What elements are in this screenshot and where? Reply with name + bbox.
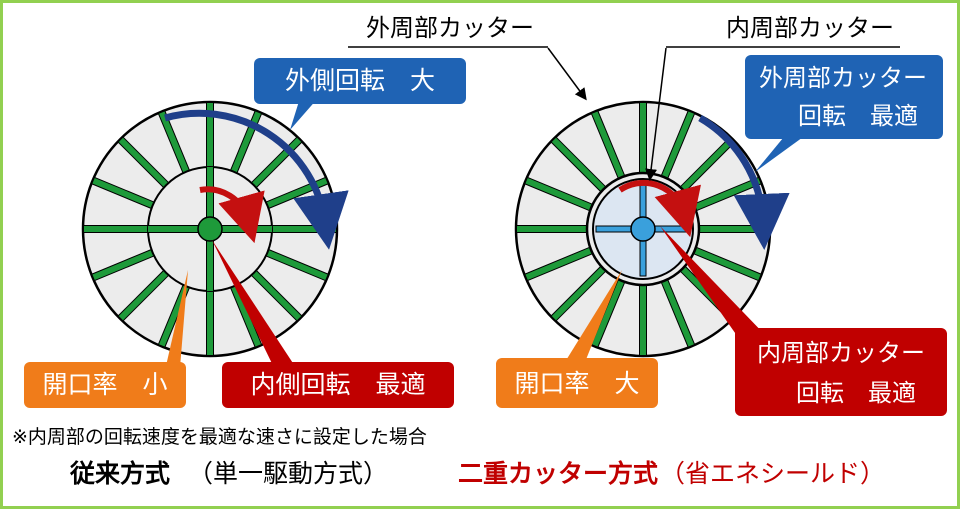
left-inner-spokes (148, 167, 272, 291)
left-outer-spoke (159, 111, 190, 173)
left-outer-spoke (251, 270, 302, 321)
left-outer-spoke (92, 178, 154, 209)
left-cutter-wheel (81, 100, 339, 358)
left-opening-text: 開口率 小 (42, 370, 167, 399)
right-outer-spoke (661, 111, 694, 179)
left-outer-spoke (266, 249, 328, 280)
left-outer-rotation-arrow (164, 109, 349, 250)
right-outer-spoke (525, 178, 593, 211)
left-outer-spoke (92, 249, 154, 280)
right-inner-rotation-line1: 内周部カッター (757, 339, 925, 367)
left-outer-spoke (230, 285, 261, 347)
right-outer-spoke (680, 137, 735, 192)
left-outer-rotation-text: 外側回転 大 (285, 66, 435, 95)
left-center-hub (197, 216, 223, 242)
right-caption-main: 二重カッター方式 (458, 459, 658, 488)
left-outer-spoke (251, 137, 302, 188)
right-caption-sub: （省エネシールド） (660, 459, 885, 488)
left-caption-sub: （単一駆動方式） (188, 459, 388, 488)
right-inner-pointer (660, 226, 770, 340)
right-inner-rotation-line2: 回転 最適 (796, 379, 916, 407)
right-inner-rotation-arrow (618, 179, 701, 238)
right-opening-text: 開口率 大 (514, 369, 639, 398)
left-outer-spoke (118, 137, 169, 188)
left-inner-rotation-callout (222, 362, 454, 408)
right-outer-rotation-callout (745, 55, 943, 139)
right-outer-rotation-arrow (698, 114, 790, 250)
right-inner-rotation-callout (735, 328, 947, 416)
left-outer-spoke (118, 270, 169, 321)
right-outer-pointer (755, 132, 810, 172)
left-inner-pointer (212, 240, 304, 380)
outer-cutter-leader (547, 47, 587, 101)
right-outer-spoke (551, 266, 606, 321)
left-outer-pointer (290, 98, 318, 130)
right-opening-pointer (565, 270, 622, 362)
right-outer-spoke (592, 279, 625, 347)
inner-cutter-label: 内周部カッター (726, 14, 894, 42)
right-opening-callout (496, 358, 658, 408)
left-caption-main: 従来方式 (69, 459, 170, 488)
left-inner-rotation-text: 内側回転 最適 (250, 370, 425, 399)
right-outer-spoke (693, 178, 761, 211)
right-outer-rotation-line2: 回転 最適 (798, 102, 918, 130)
left-outer-rotation-callout (254, 58, 466, 104)
left-opening-callout (24, 362, 186, 408)
footnote: ※内周部の回転速度を最適な速さに設定した場合 (12, 426, 427, 448)
right-outer-spoke (525, 247, 593, 280)
inner-cutter-leader (645, 47, 667, 181)
right-center-hub (630, 216, 656, 242)
left-inner-rotation-arrow (199, 186, 265, 244)
left-opening-pointer (160, 270, 188, 392)
right-outer-rotation-line1: 外周部カッター (759, 64, 927, 92)
outer-cutter-label: 外周部カッター (366, 14, 534, 42)
right-outer-spoke (693, 247, 761, 280)
right-outer-spoke (551, 137, 606, 192)
right-outer-spoke (661, 279, 694, 347)
right-outer-spoke (592, 111, 625, 179)
